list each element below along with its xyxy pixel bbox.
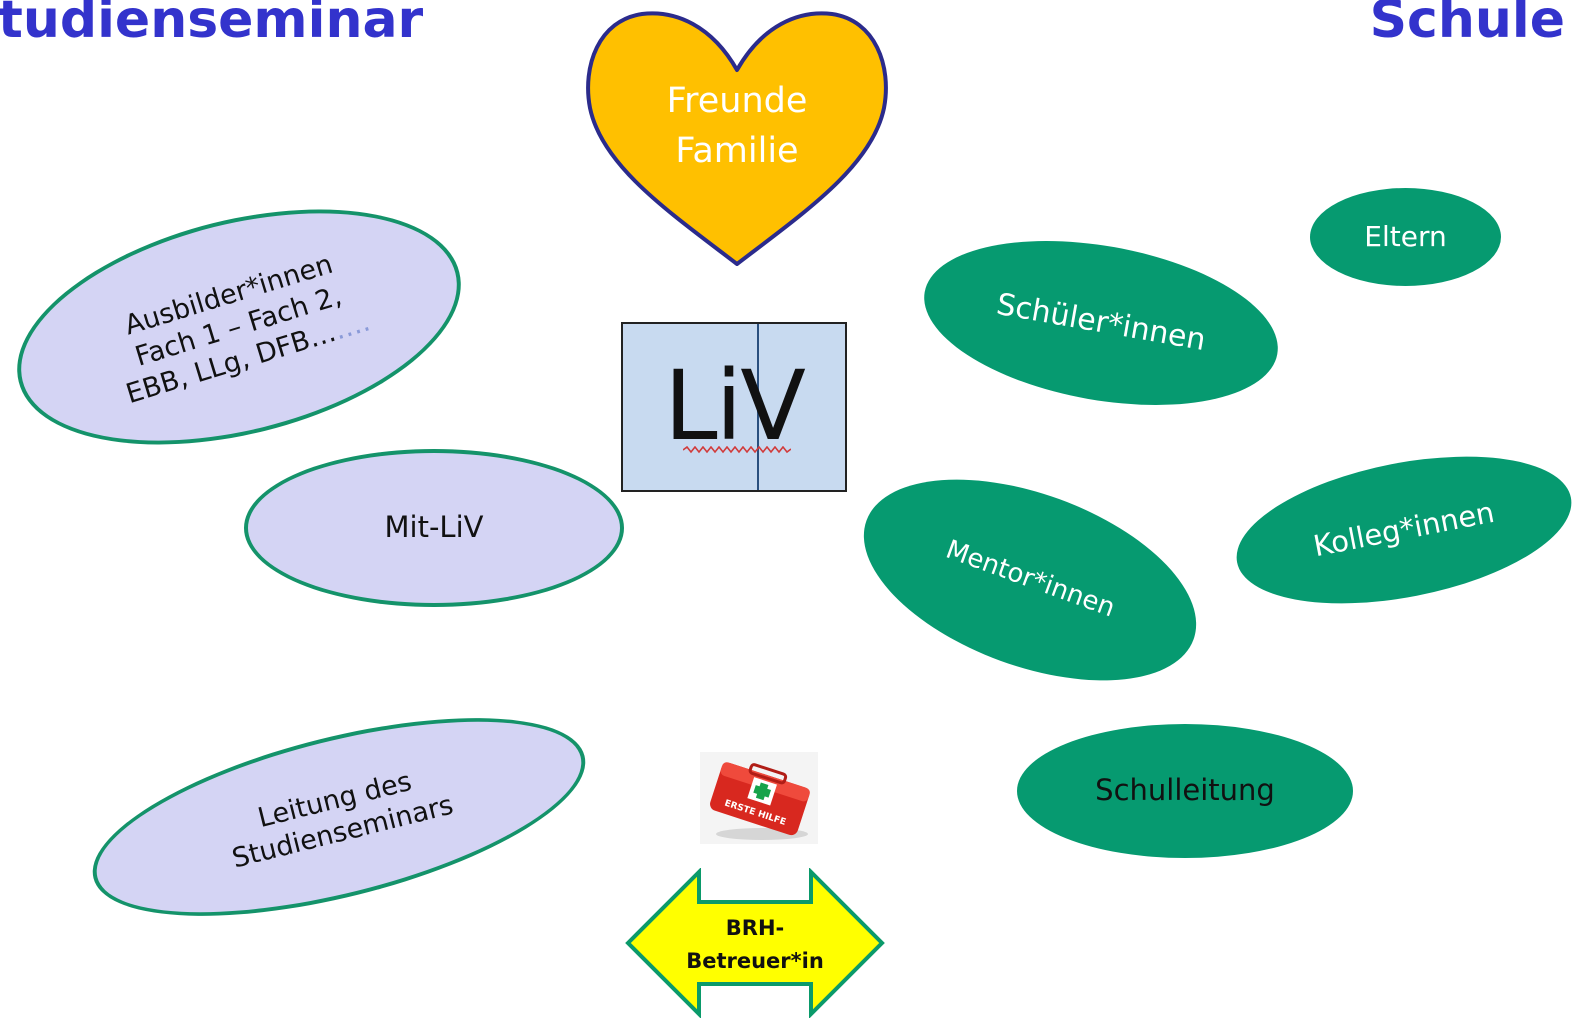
- brh-label: BRH- Betreuer*in: [655, 912, 855, 978]
- mentor-bubble: Mentor*innen: [837, 439, 1223, 721]
- ausbilder-bubble: Ausbilder*innen Fach 1 – Fach 2, EBB, LL…: [0, 168, 486, 486]
- mitliv-label: Mit-LiV: [384, 510, 484, 545]
- first-aid-kit-icon: ERSTE HILFE: [700, 752, 818, 844]
- double-arrow-shape: [625, 868, 885, 1018]
- schulleitung-bubble: Schulleitung: [1017, 724, 1353, 858]
- heart-label: Freunde Familie: [580, 76, 894, 176]
- brh-line2: Betreuer*in: [686, 949, 824, 973]
- heart-shape: [586, 11, 888, 266]
- schueler-bubble: Schüler*innen: [911, 216, 1291, 430]
- leitung-bubble: Leitung des Studienseminars: [74, 678, 604, 956]
- kolleg-bubble: Kolleg*innen: [1224, 431, 1577, 629]
- schulleitung-label: Schulleitung: [1095, 773, 1275, 808]
- kolleg-label: Kolleg*innen: [1310, 495, 1498, 564]
- liv-divider: [757, 324, 759, 490]
- liv-label: LiV: [664, 350, 806, 462]
- brh-line1: BRH-: [725, 916, 785, 940]
- heart-label-line2: Familie: [675, 131, 799, 171]
- liv-center-box: LiV: [621, 322, 847, 492]
- heading-studienseminar: tudienseminar: [0, 0, 424, 50]
- mentor-label: Mentor*innen: [941, 534, 1119, 624]
- heart-label-line1: Freunde: [666, 81, 808, 121]
- heading-schule: Schule: [1369, 0, 1565, 50]
- schueler-label: Schüler*innen: [993, 286, 1209, 358]
- eltern-label: Eltern: [1364, 219, 1447, 253]
- spellcheck-underline: [683, 446, 791, 454]
- eltern-bubble: Eltern: [1310, 188, 1501, 286]
- mitliv-bubble: Mit-LiV: [244, 449, 624, 607]
